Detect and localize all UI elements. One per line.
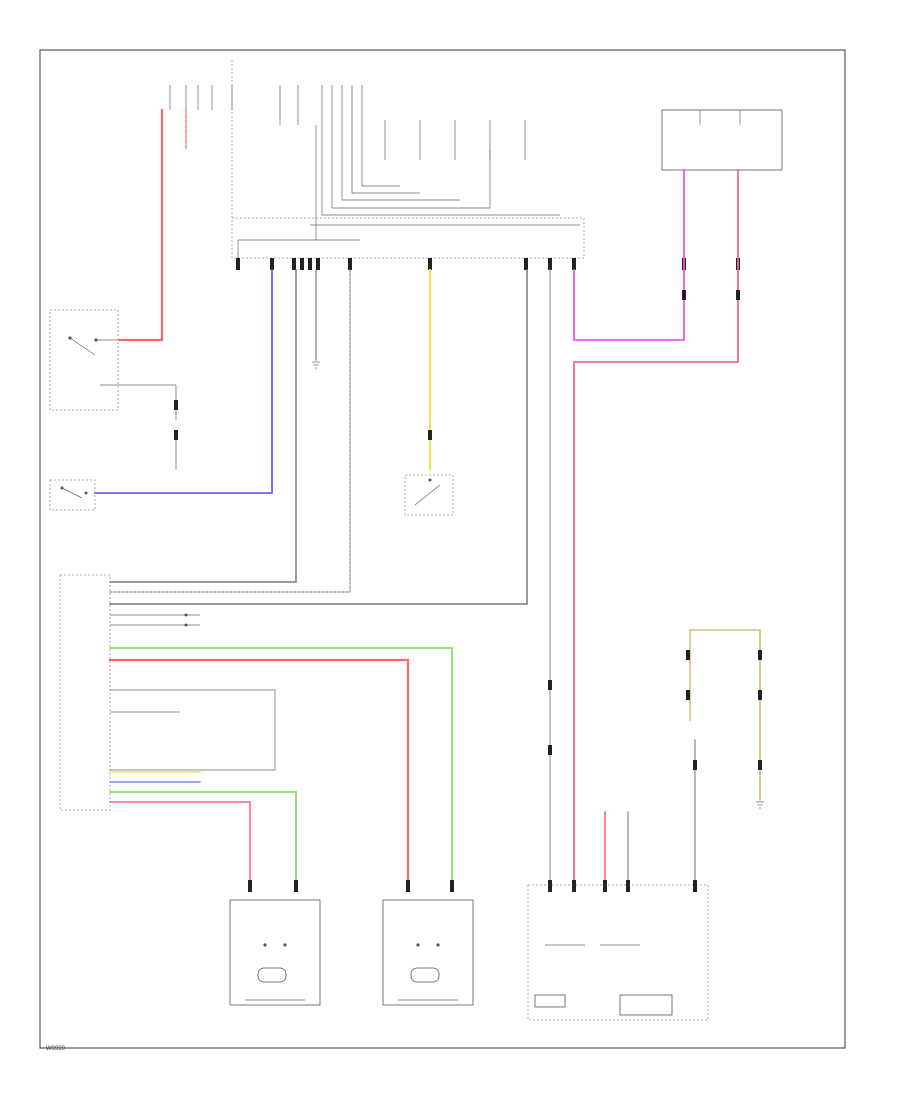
combination-meter — [527, 880, 709, 1021]
sensor-assembly — [59, 574, 276, 811]
diagram-border — [39, 49, 846, 1049]
wire-green-top — [109, 647, 453, 881]
wire-magenta — [573, 169, 685, 341]
left-buckle-switch — [382, 880, 474, 1006]
wire-gray-2 — [109, 269, 351, 593]
wire-red-mid — [108, 658, 410, 882]
ground-symbol-1 — [312, 361, 320, 369]
yellow-switch — [404, 474, 454, 516]
wire-pink-long — [573, 169, 739, 881]
top-pin-stubs — [169, 85, 363, 125]
door-switch-2 — [49, 479, 96, 511]
ground-symbol-2 — [756, 801, 764, 809]
inline-connectors — [428, 290, 762, 770]
wire-green-bottom — [109, 791, 297, 881]
wire-pink-bottom — [109, 801, 251, 881]
module-connectors — [236, 258, 740, 270]
bus-lines — [315, 125, 560, 240]
door-switch — [49, 309, 178, 470]
top-pin-groups — [384, 120, 526, 160]
main-module — [231, 60, 585, 259]
wire-tan-right — [689, 629, 761, 801]
top-right-module — [661, 109, 783, 171]
wire-gray-3 — [109, 269, 528, 605]
wire-red-left — [118, 108, 164, 342]
footer-code: W9999 — [46, 1046, 66, 1052]
wire-gray-1 — [109, 269, 297, 583]
right-buckle-switch — [229, 880, 321, 1006]
wire-blue — [94, 269, 273, 494]
